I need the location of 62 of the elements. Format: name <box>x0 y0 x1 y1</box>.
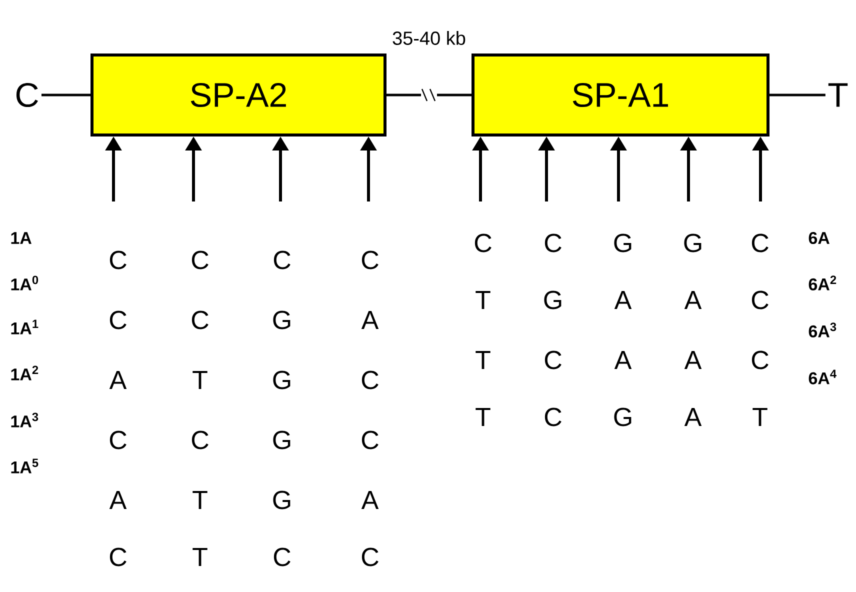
allele-label: 1A$^{3}$ <box>11 412 38 428</box>
nucleotide-letter: C <box>752 234 768 252</box>
strand-line <box>386 94 472 96</box>
allele-label: 6A$^{2}$ <box>808 276 836 290</box>
nucleotide-letter: G <box>273 490 290 510</box>
nucleotide-letter: C <box>362 430 378 450</box>
nucleotide-letter: C <box>362 250 378 270</box>
nucleotide-letter: C <box>192 250 208 270</box>
nucleotide-letter: G <box>273 370 290 390</box>
distance-label: 35-40 kb <box>392 31 466 45</box>
nucleotide-letter: A <box>614 351 632 369</box>
nucleotide-letter: G <box>614 408 632 426</box>
nucleotide-letter: A <box>361 491 379 509</box>
nucleotide-letter: G <box>614 234 632 252</box>
nucleotide-letter: C <box>110 548 126 566</box>
allele-label: 1A$^{2}$ <box>11 366 38 380</box>
allele-label: 1A$^{0}$ <box>11 276 38 290</box>
nucleotide-letter: C <box>752 350 768 370</box>
allele-label: 1A <box>11 232 32 244</box>
nucleotide-letter: C <box>110 310 126 330</box>
nucleotide-letter: A <box>684 408 702 426</box>
gene-box: SP-A1 <box>472 54 770 136</box>
strand-line <box>770 94 826 96</box>
nucleotide-letter: C <box>274 250 290 270</box>
nucleotide-letter: C <box>544 350 562 370</box>
nucleotide-letter: A <box>684 351 702 369</box>
nucleotide-letter: C <box>752 290 768 310</box>
nucleotide-letter: C <box>362 370 378 390</box>
nucleotide-letter: T <box>192 371 208 389</box>
nucleotide-letter: G <box>273 310 290 330</box>
nucleotide-letter: C <box>192 430 208 450</box>
nucleotide-letter: T <box>476 408 490 426</box>
strand-end-label: C <box>16 82 38 108</box>
nucleotide-letter: G <box>544 290 562 310</box>
nucleotide-letter: A <box>684 291 702 309</box>
allele-label: 1A$^{1}$ <box>11 320 38 334</box>
nucleotide-letter: T <box>752 408 768 426</box>
nucleotide-letter: C <box>110 430 126 450</box>
allele-label: 6A <box>808 232 830 244</box>
nucleotide-letter: A <box>109 371 127 389</box>
strand-end-label: T <box>828 83 848 107</box>
nucleotide-letter: T <box>192 548 208 566</box>
allele-label: 6A$^{3}$ <box>808 322 836 338</box>
nucleotide-letter: G <box>684 234 702 252</box>
nucleotide-letter: C <box>192 310 208 330</box>
nucleotide-letter: C <box>544 234 562 252</box>
nucleotide-letter: T <box>192 491 208 509</box>
allele-label: 1A$^{5}$ <box>11 458 38 474</box>
gene-box: SP-A2 <box>90 54 386 136</box>
nucleotide-letter: A <box>614 291 632 309</box>
nucleotide-letter: A <box>109 491 127 509</box>
strand-line <box>41 94 90 96</box>
nucleotide-letter: C <box>110 250 126 270</box>
nucleotide-letter: C <box>474 234 492 252</box>
nucleotide-letter: T <box>476 351 490 369</box>
nucleotide-letter: T <box>476 291 490 309</box>
allele-label: 6A$^{4}$ <box>808 370 836 384</box>
nucleotide-letter: G <box>273 430 290 450</box>
nucleotide-letter: C <box>274 548 290 566</box>
nucleotide-letter: C <box>362 548 378 566</box>
nucleotide-letter: A <box>361 311 379 329</box>
nucleotide-letter: C <box>544 408 562 426</box>
